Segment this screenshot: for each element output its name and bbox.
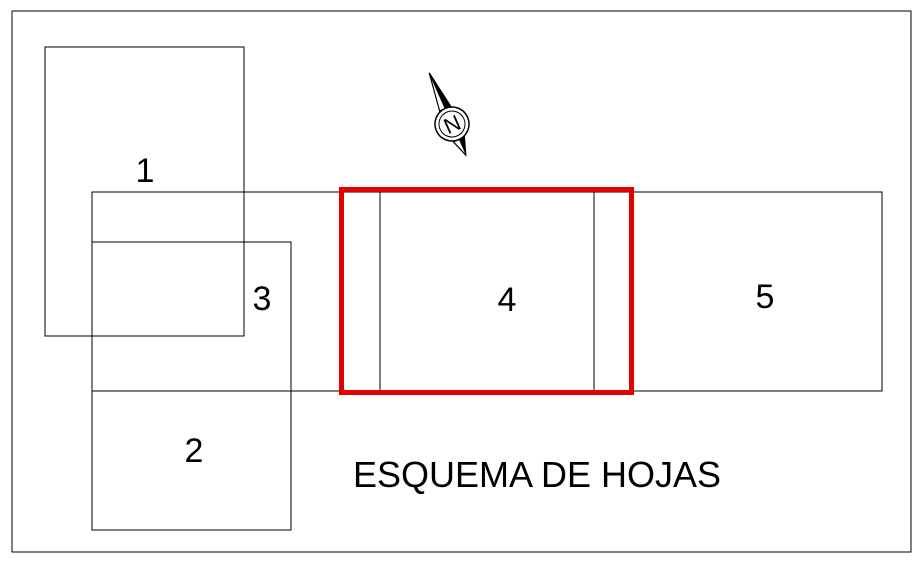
sheet-4-highlight[interactable] (339, 187, 634, 395)
diagram-title: ESQUEMA DE HOJAS (353, 454, 721, 495)
sheet-1-label: 1 (136, 152, 155, 190)
outer-frame (11, 10, 912, 553)
sheet-4-label: 4 (498, 281, 517, 319)
sheet-2-label: 2 (185, 432, 204, 470)
sheet-3-label: 3 (253, 280, 272, 318)
sheet-5-label: 5 (756, 278, 775, 316)
north-arrow-icon: N (428, 72, 470, 157)
